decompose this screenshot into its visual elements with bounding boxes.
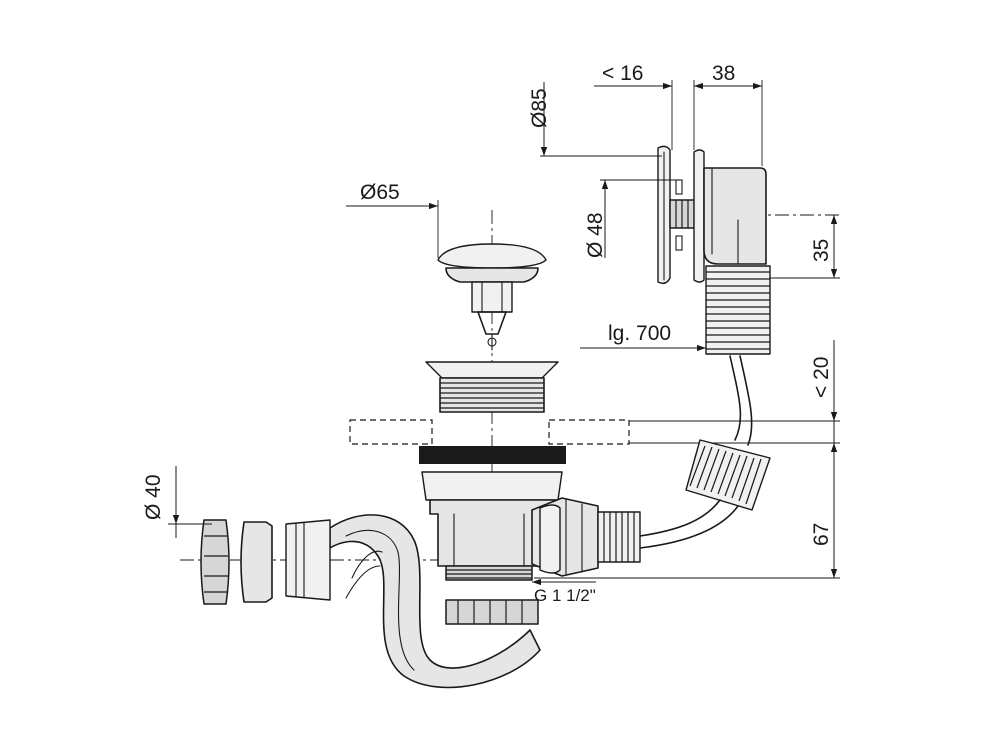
plug-diameter-label: Ø65 xyxy=(360,181,400,204)
dim-overflow-depth: < 16 38 xyxy=(594,62,763,166)
overflow-depth-label: 38 xyxy=(712,62,735,85)
outlet-nut xyxy=(200,519,230,605)
overflow-hose xyxy=(705,265,771,355)
overflow-connector-nut xyxy=(531,497,641,577)
dim-tub-thickness: < 20 xyxy=(810,340,838,443)
dim-plug-diameter: Ø65 xyxy=(346,181,439,258)
dim-overflow-diameter: Ø85 xyxy=(528,82,662,157)
overflow-depth-max-label: < 16 xyxy=(602,62,643,85)
dim-drain-height: 67 xyxy=(534,443,840,579)
plug-cap xyxy=(437,243,547,269)
overflow-diameter-label: Ø85 xyxy=(528,88,551,128)
overflow-body xyxy=(703,167,767,265)
outlet-diameter-label: Ø 40 xyxy=(142,474,165,520)
connecting-hose xyxy=(639,439,771,549)
drain-flange xyxy=(425,361,559,413)
pop-up-plug xyxy=(437,243,547,351)
dim-thread: G 1 1/2" xyxy=(532,578,596,605)
outlet-pipe xyxy=(200,519,331,605)
drain-gasket xyxy=(419,446,566,464)
drain-height-label: 67 xyxy=(810,523,833,546)
outlet-seal xyxy=(240,521,273,603)
overflow-assembly xyxy=(657,145,771,446)
siphon-trap xyxy=(329,514,541,689)
drain-body xyxy=(421,471,563,581)
dim-hose-length: lg. 700 xyxy=(580,322,706,352)
overflow-inner-diameter-label: Ø 48 xyxy=(584,212,607,258)
thread-label: G 1 1/2" xyxy=(534,586,596,605)
overflow-offset-label: 35 xyxy=(810,239,833,262)
dim-overflow-inner: Ø 48 xyxy=(584,179,676,258)
tub-wall-outline xyxy=(349,419,840,445)
hose-length-label: lg. 700 xyxy=(608,322,671,345)
dim-outlet-diameter: Ø 40 xyxy=(142,466,212,538)
tub-thickness-label: < 20 xyxy=(810,357,833,398)
dim-overflow-offset: 35 xyxy=(770,215,840,279)
